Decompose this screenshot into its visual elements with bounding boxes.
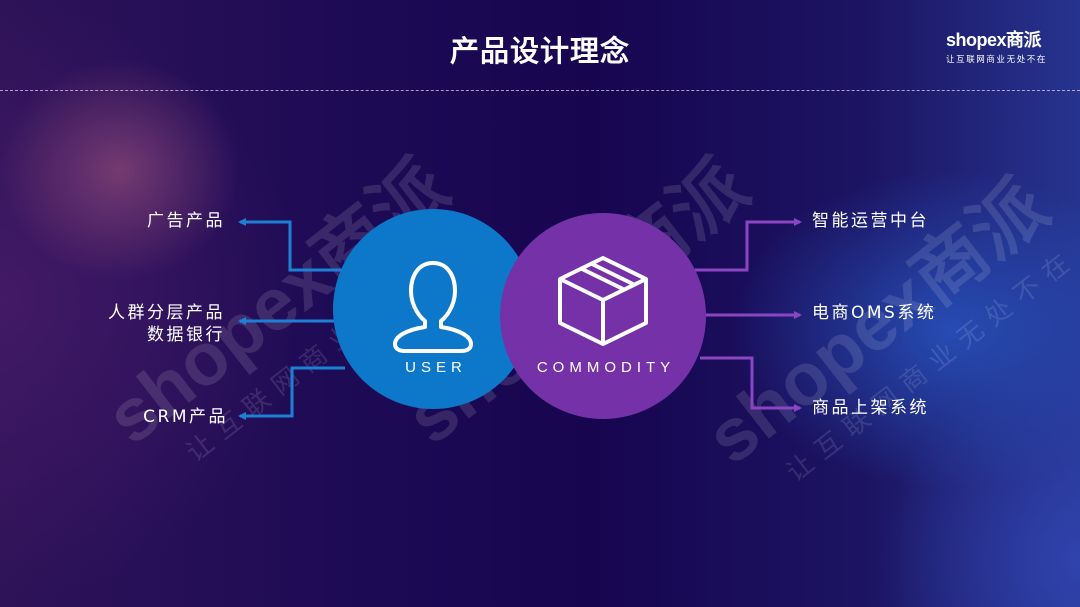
- shopex-logo: shopex商派 让互联网商业无处不在: [946, 26, 1056, 65]
- commodity-circle: COMMODITY: [500, 213, 706, 419]
- logo-brand: shopex商派: [946, 30, 1042, 50]
- user-label: USER: [405, 359, 467, 376]
- crm-label: CRM产品: [143, 407, 228, 427]
- arrow-to-ads: [238, 218, 360, 272]
- left-item-ads: 广告产品: [147, 210, 225, 232]
- oms-label: 电商OMS系统: [812, 303, 937, 323]
- ads-label: 广告产品: [147, 211, 225, 231]
- box-icon: [558, 256, 648, 346]
- slide-title: 产品设计理念: [449, 34, 630, 68]
- logo-slogan: 让互联网商业无处不在: [946, 55, 1048, 65]
- right-item-ops-platform: 智能运营中台: [812, 210, 929, 232]
- left-item-segmentation: 人群分层产品 数据银行: [108, 302, 225, 346]
- left-item-crm: CRM产品: [143, 406, 228, 428]
- user-icon: [393, 261, 473, 353]
- right-item-listing: 商品上架系统: [812, 397, 929, 419]
- commodity-label: COMMODITY: [536, 359, 676, 376]
- segmentation-label: 人群分层产品: [108, 303, 225, 323]
- arrow-to-ops-platform: [695, 218, 802, 272]
- ops-platform-label: 智能运营中台: [812, 211, 929, 231]
- databank-label: 数据银行: [147, 325, 225, 345]
- listing-label: 商品上架系统: [812, 398, 929, 418]
- title-divider: [0, 90, 1080, 91]
- right-item-oms: 电商OMS系统: [812, 302, 936, 324]
- arrow-to-crm: [238, 366, 345, 420]
- arrow-to-listing: [700, 356, 802, 412]
- user-circle: USER: [333, 209, 533, 409]
